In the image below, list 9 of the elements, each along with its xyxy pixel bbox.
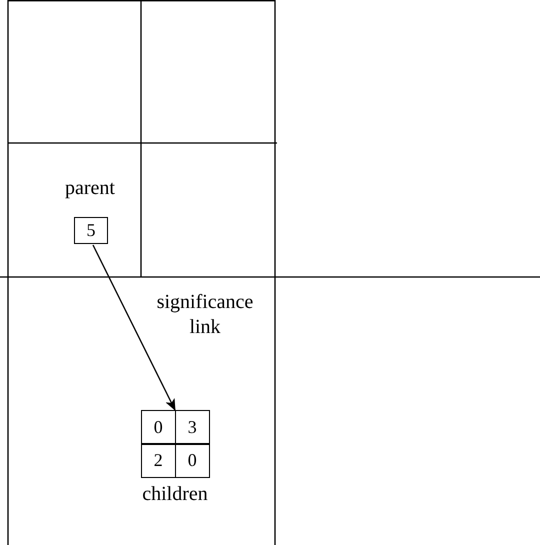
group-label: children bbox=[141, 482, 209, 506]
value-cell: 2 bbox=[141, 444, 176, 478]
arrow bbox=[92, 244, 176, 411]
edge-label: significance link bbox=[156, 290, 254, 340]
value-cell: 0 bbox=[175, 444, 210, 478]
value-cell: 3 bbox=[175, 410, 210, 444]
value-cell: 0 bbox=[141, 410, 176, 444]
coefficient-box: 5 bbox=[74, 217, 108, 244]
node-heading: parent bbox=[64, 176, 116, 200]
